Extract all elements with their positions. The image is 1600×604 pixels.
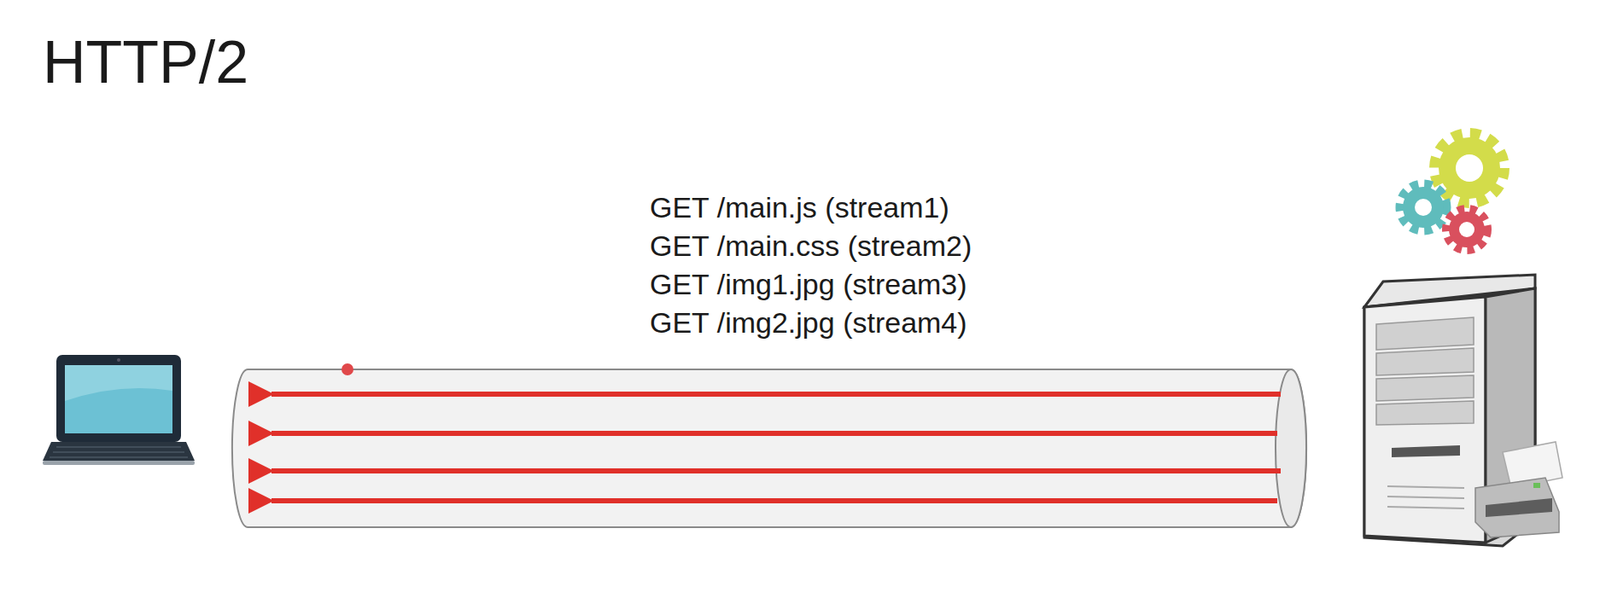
gear-hole: [1459, 221, 1475, 238]
laptop-icon: [42, 355, 195, 466]
gear-teeth: [1446, 209, 1488, 251]
request-label: GET /main.css (stream2): [649, 231, 972, 261]
request-label: GET /main.js (stream1): [649, 192, 950, 222]
gear-hole: [1414, 198, 1432, 217]
server-front: [1364, 297, 1486, 544]
laptop-base: [42, 461, 195, 466]
printer-icon: [1475, 442, 1563, 538]
vents: [1387, 486, 1465, 509]
stream-arrow: [271, 391, 1281, 398]
laptop-screen: [64, 365, 173, 434]
connection-tube: [232, 369, 1307, 528]
gear: [1438, 137, 1501, 199]
screen-glare: [64, 365, 173, 402]
gear: [1448, 211, 1485, 248]
laptop-keyboard: [42, 442, 195, 462]
gear-hole: [1455, 154, 1484, 182]
stream-arrow: [271, 468, 1281, 474]
stream-arrow: [271, 498, 1278, 504]
disk-slot: [1391, 445, 1460, 458]
keys: [49, 447, 188, 458]
pointer-dot: [341, 363, 354, 376]
camera: [116, 358, 121, 363]
gears-icon: [1400, 134, 1504, 251]
printer-slot: [1485, 498, 1553, 518]
printer-body: [1475, 478, 1560, 538]
laptop-bezel: [56, 355, 182, 443]
stream-arrows: [271, 394, 1281, 502]
request-label: GET /img1.jpg (stream3): [649, 269, 968, 299]
stream-arrow: [271, 431, 1278, 437]
tube-body: [232, 369, 1307, 528]
gear-teeth: [1400, 184, 1447, 231]
drive-bays: [1376, 317, 1474, 426]
printer-light: [1533, 483, 1541, 489]
gear: [1402, 186, 1444, 228]
request-label: GET /img2.jpg (stream4): [649, 308, 968, 338]
diagram-title: HTTP/2: [42, 32, 249, 93]
